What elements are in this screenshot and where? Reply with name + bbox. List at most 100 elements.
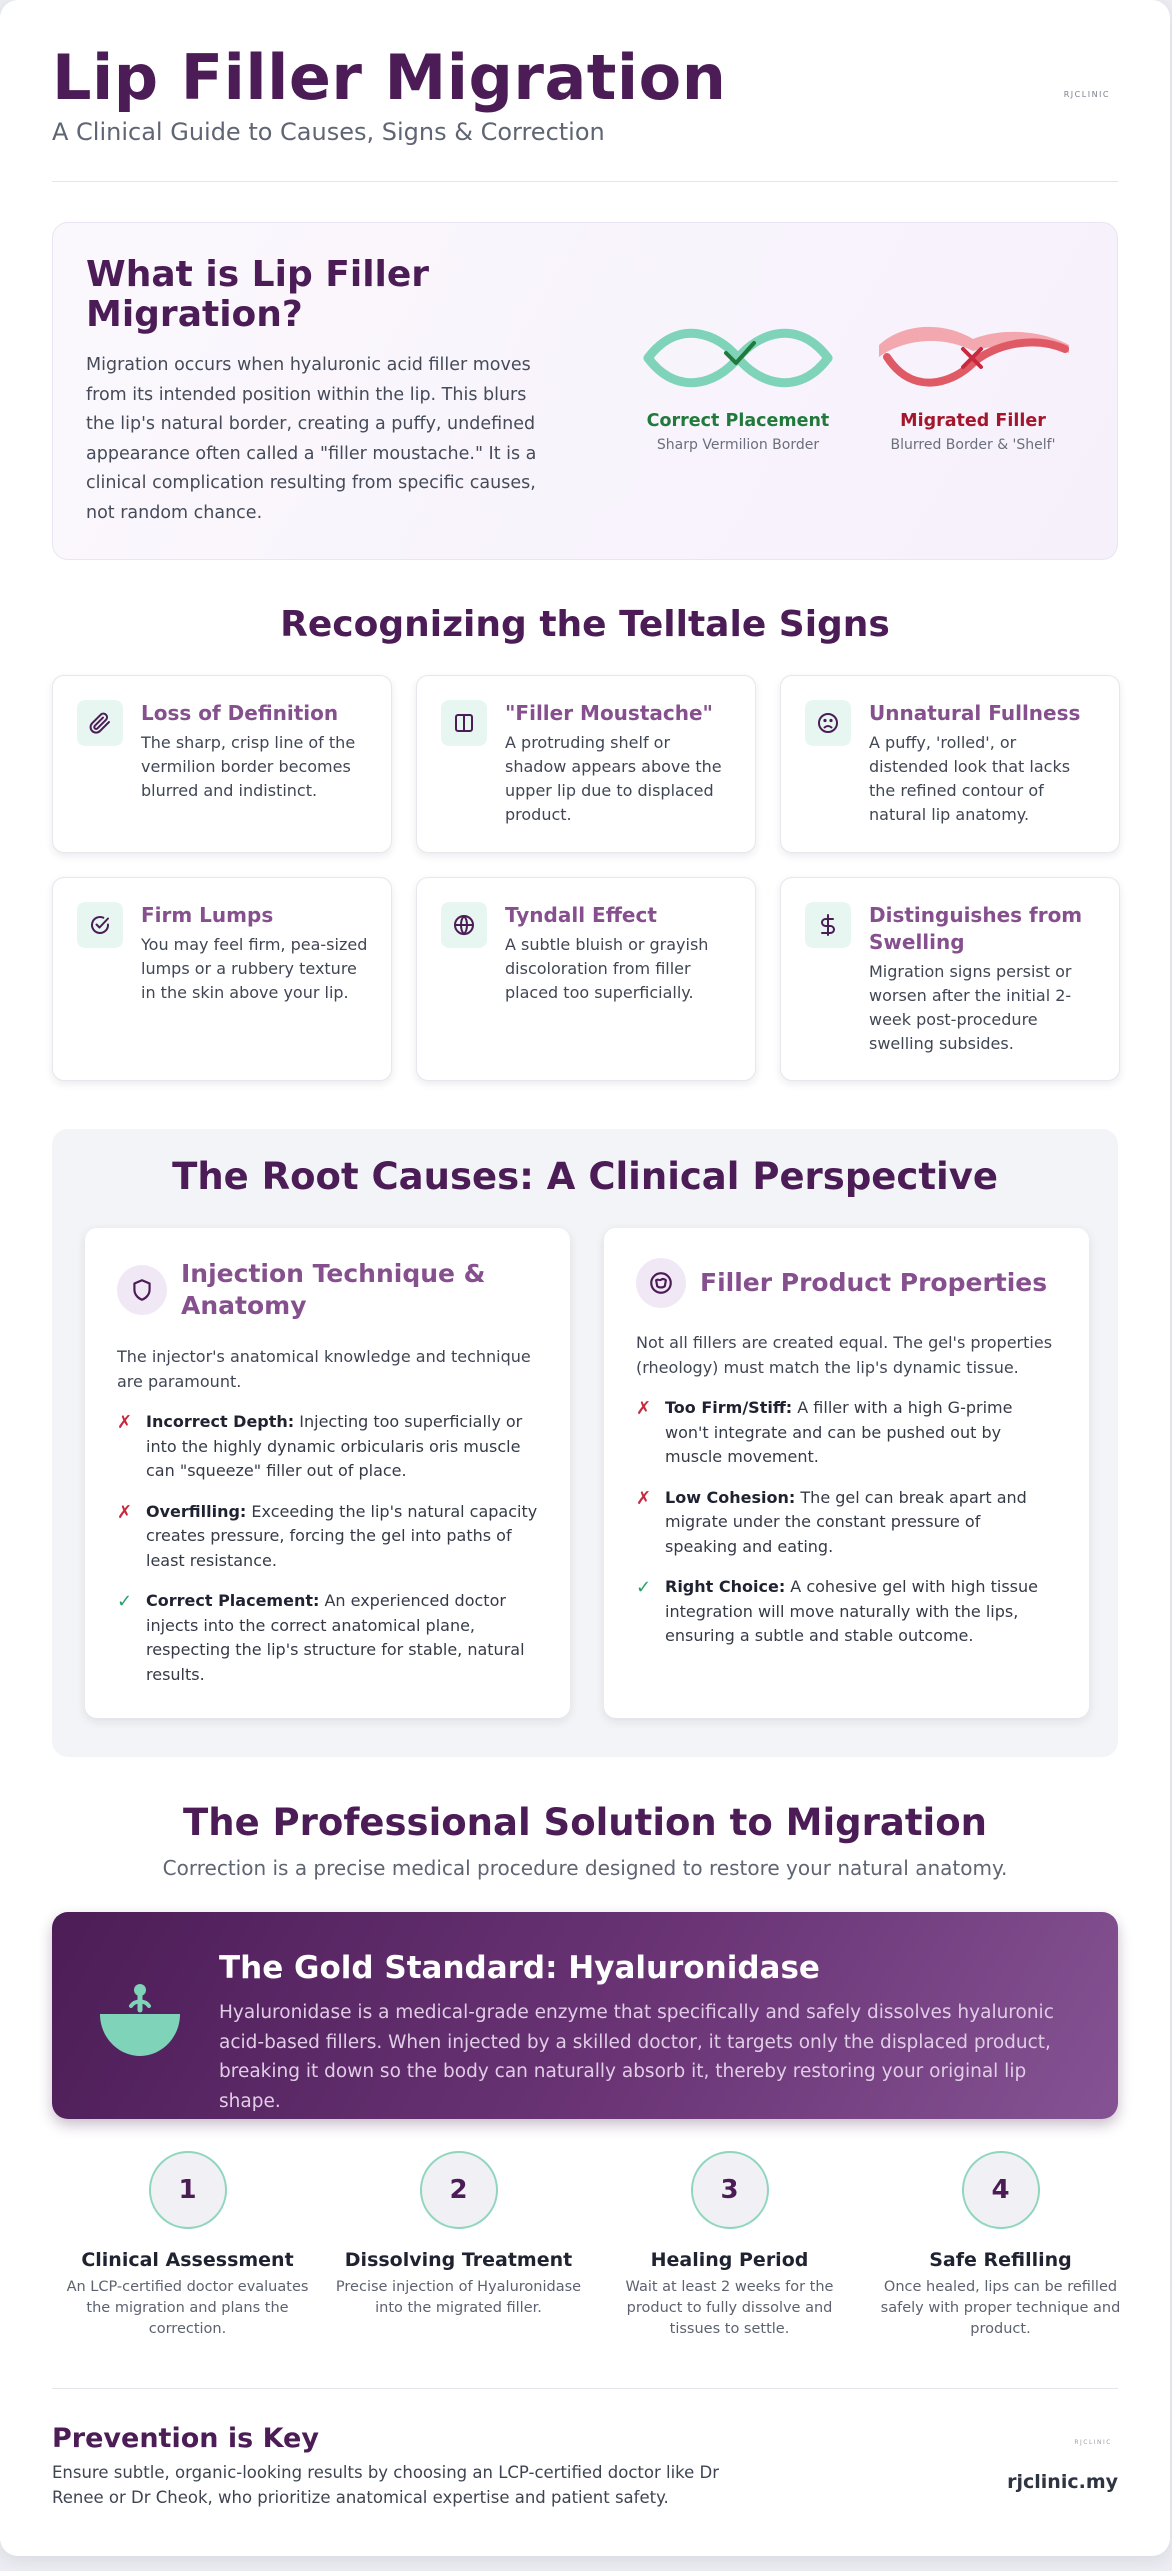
footer-logo: RJCLINIC <box>1074 2439 1112 2446</box>
sign-description: A protruding shelf or shadow appears abo… <box>505 733 722 824</box>
correct-placement-label: Correct Placement <box>646 411 830 431</box>
solution-subtitle: Correction is a precise medical procedur… <box>162 1856 1008 1880</box>
cause-text: A cohesive gel with high tissue integrat… <box>665 1577 1038 1645</box>
globe-icon <box>441 902 487 948</box>
step-title: Clinical Assessment <box>81 2249 294 2271</box>
migrated-filler-illustration: Migrated Filler Blurred Border & 'Shelf' <box>863 323 1083 453</box>
check-icon: ✓ <box>117 1591 133 1612</box>
dissolve-bowl-icon <box>97 1980 187 2064</box>
cause-intro: Not all fillers are created equal. The g… <box>636 1333 1053 1377</box>
sign-title: "Filler Moustache" <box>505 701 713 725</box>
correct-placement-illustration: Correct Placement Sharp Vermilion Border <box>628 323 848 453</box>
cause-intro: The injector's anatomical knowledge and … <box>117 1347 531 1391</box>
hyaluronidase-banner: The Gold Standard: Hyaluronidase Hyaluro… <box>52 1912 1118 2119</box>
sign-card: Tyndall Effect A subtle bluish or grayis… <box>416 877 756 1081</box>
sign-description: You may feel firm, pea-sized lumps or a … <box>141 935 368 1002</box>
step-number: 2 <box>419 2151 498 2229</box>
clinic-logo: RJCLINIC <box>1063 90 1110 99</box>
cross-icon: ✗ <box>636 1398 652 1419</box>
cause-term: Too Firm/Stiff: <box>665 1398 793 1417</box>
sign-card: Distinguishes from Swelling Migration si… <box>780 877 1120 1081</box>
step-title: Safe Refilling <box>929 2249 1072 2271</box>
cause-text: A filler with a high G-prime won't integ… <box>665 1398 1013 1466</box>
intro-section: What is Lip Filler Migration? Migration … <box>52 222 1118 560</box>
migrated-filler-caption: Blurred Border & 'Shelf' <box>890 437 1056 453</box>
cause-list: ✗ Incorrect Depth: Injecting too superfi… <box>117 1410 538 1687</box>
cause-title: Filler Product Properties <box>700 1268 1048 1297</box>
step-number: 3 <box>690 2151 769 2229</box>
cross-icon: ✗ <box>117 1412 133 1433</box>
sign-title: Distinguishes from Swelling <box>869 903 1083 954</box>
cause-list: ✗ Too Firm/Stiff: A filler with a high G… <box>636 1396 1057 1649</box>
columns-icon <box>441 700 487 746</box>
step-number: 1 <box>148 2151 227 2229</box>
dollar-icon <box>805 902 851 948</box>
signs-grid: Loss of Definition The sharp, crisp line… <box>52 675 1120 1081</box>
step-title: Healing Period <box>650 2249 809 2271</box>
step-number: 4 <box>961 2151 1040 2229</box>
solution-title: The Professional Solution to Migration <box>183 1801 987 1844</box>
cause-card-technique: Injection Technique & Anatomy The inject… <box>85 1228 570 1718</box>
cause-title: Injection Technique & Anatomy <box>181 1259 486 1320</box>
website-link[interactable]: rjclinic.my <box>1007 2471 1118 2493</box>
cross-icon: ✗ <box>117 1501 133 1523</box>
step-item: 4 Safe Refilling Once healed, lips can b… <box>865 2151 1136 2340</box>
cause-text: An experienced doctor injects into the c… <box>146 1591 525 1684</box>
cause-text: Exceeding the lip's natural capacity cre… <box>146 1501 538 1570</box>
step-description: An LCP-certified doctor evaluates the mi… <box>66 2279 309 2337</box>
sign-title: Loss of Definition <box>141 701 339 725</box>
step-item: 1 Clinical Assessment An LCP-certified d… <box>52 2151 323 2340</box>
cause-card-product: Filler Product Properties Not all filler… <box>604 1228 1089 1718</box>
sign-description: Migration signs persist or worsen after … <box>869 962 1072 1053</box>
sign-card: "Filler Moustache" A protruding shelf or… <box>416 675 756 853</box>
step-item: 3 Healing Period Wait at least 2 weeks f… <box>594 2151 865 2340</box>
shield-icon <box>117 1265 167 1315</box>
product-icon <box>636 1258 686 1308</box>
cause-item: ✗ Overfilling: Exceeding the lip's natur… <box>117 1500 538 1574</box>
cause-term: Incorrect Depth: <box>146 1412 295 1431</box>
step-description: Once healed, lips can be refilled safely… <box>880 2279 1121 2337</box>
check-circle-icon <box>77 902 123 948</box>
signs-title: Recognizing the Telltale Signs <box>280 604 890 645</box>
sign-title: Unnatural Fullness <box>869 701 1081 725</box>
intro-text: Migration occurs when hyaluronic acid fi… <box>86 355 537 523</box>
cause-term: Low Cohesion: <box>665 1487 796 1507</box>
causes-grid: Injection Technique & Anatomy The inject… <box>85 1228 1089 1718</box>
frown-icon <box>805 700 851 746</box>
footer-title: Prevention is Key <box>52 2423 319 2454</box>
page-subtitle: A Clinical Guide to Causes, Signs & Corr… <box>52 118 605 146</box>
page-title: Lip Filler Migration <box>52 41 727 114</box>
sign-description: The sharp, crisp line of the vermilion b… <box>141 733 356 800</box>
cause-text: Injecting too superficially or into the … <box>146 1412 523 1480</box>
cause-item: ✓ Correct Placement: An experienced doct… <box>117 1589 538 1687</box>
sign-title: Firm Lumps <box>141 903 274 927</box>
migrated-lip-icon <box>879 326 1069 387</box>
causes-title: The Root Causes: A Clinical Perspective <box>172 1155 998 1198</box>
intro-title: What is Lip Filler Migration? <box>86 254 430 335</box>
treatment-steps: 1 Clinical Assessment An LCP-certified d… <box>52 2151 1120 2340</box>
sign-card: Firm Lumps You may feel firm, pea-sized … <box>52 877 392 1081</box>
step-description: Wait at least 2 weeks for the product to… <box>625 2279 834 2337</box>
correct-placement-caption: Sharp Vermilion Border <box>656 437 820 453</box>
cause-item: ✗ Incorrect Depth: Injecting too superfi… <box>117 1410 538 1484</box>
migrated-filler-label: Migrated Filler <box>900 411 1046 431</box>
cause-term: Right Choice: <box>665 1577 786 1596</box>
step-item: 2 Dissolving Treatment Precise injection… <box>323 2151 594 2340</box>
step-title: Dissolving Treatment <box>344 2249 573 2271</box>
footer: Prevention is Key Ensure subtle, organic… <box>52 2388 1118 2518</box>
sign-card: Unnatural Fullness A puffy, 'rolled', or… <box>780 675 1120 853</box>
causes-section: The Root Causes: A Clinical Perspective … <box>52 1129 1118 1757</box>
check-icon: ✓ <box>636 1577 652 1598</box>
cross-icon: ✗ <box>636 1487 652 1509</box>
cause-item: ✗ Low Cohesion: The gel can break apart … <box>636 1486 1057 1560</box>
correct-lip-icon <box>643 328 833 388</box>
footer-text: Ensure subtle, organic-looking results b… <box>52 2463 720 2507</box>
banner-title: The Gold Standard: Hyaluronidase <box>219 1950 820 1986</box>
cause-term: Overfilling: <box>146 1501 247 1521</box>
cause-item: ✓ Right Choice: A cohesive gel with high… <box>636 1575 1057 1649</box>
sign-card: Loss of Definition The sharp, crisp line… <box>52 675 392 853</box>
cause-text: The gel can break apart and migrate unde… <box>665 1487 1027 1556</box>
banner-text: Hyaluronidase is a medical-grade enzyme … <box>219 2002 1054 2112</box>
sign-description: A subtle bluish or grayish discoloration… <box>505 935 709 1002</box>
